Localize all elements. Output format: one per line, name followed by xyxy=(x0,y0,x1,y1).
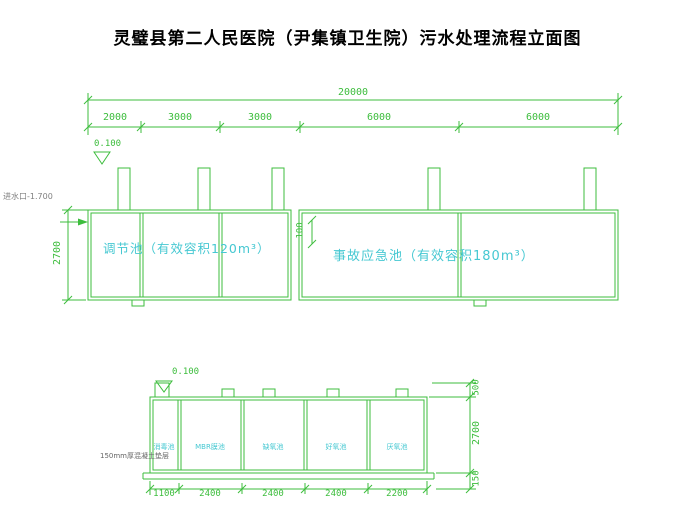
lower-bottom-dim-3: 2400 xyxy=(262,489,284,499)
upper-total-dim-text: 20000 xyxy=(337,87,369,98)
upper-seg-dim-3: 3000 xyxy=(247,112,273,123)
lower-elevation-marker-icon xyxy=(155,380,173,393)
lower-bottom-dim-5: 2200 xyxy=(386,489,408,499)
tank1-label: 调节池（有效容积120m³） xyxy=(103,241,271,256)
lower-right-dim-1: 500 xyxy=(471,379,482,396)
upper-height-dimension-line xyxy=(62,210,86,301)
upper-structure-outline xyxy=(62,167,619,307)
compartment-label-5: 厌氧池 xyxy=(386,443,408,451)
dimension-ticks xyxy=(63,95,623,494)
tank2-label: 事故应急池（有效容积180m³） xyxy=(333,249,535,264)
lower-bottom-dimension-line xyxy=(149,481,428,495)
compartment-label-2: MBR膜池 xyxy=(195,443,225,451)
lower-bottom-dim-2: 2400 xyxy=(199,489,221,499)
upper-seg-dim-4: 6000 xyxy=(366,112,392,123)
lower-elevation-text: 0.100 xyxy=(172,367,200,377)
inlet-arrow-icon xyxy=(60,218,88,226)
lower-right-dimension-line xyxy=(429,382,476,490)
lower-right-dim-3: 150 xyxy=(471,470,482,487)
upper-seg-dim-5: 6000 xyxy=(525,112,551,123)
lower-bottom-dim-1: 1100 xyxy=(153,489,175,499)
lower-bottom-dim-4: 2400 xyxy=(325,489,347,499)
inlet-label: 进水口-1.700 xyxy=(3,192,53,201)
upper-elevation-marker-icon xyxy=(93,151,111,165)
drawing-title: 灵璧县第二人民医院（尹集镇卫生院）污水处理流程立面图 xyxy=(113,29,582,48)
compartment-label-1: 消毒池 xyxy=(153,443,175,451)
upper-height-dim-text: 2700 xyxy=(52,240,63,266)
lower-structure-outline xyxy=(142,382,435,480)
compartment-label-4: 好氧池 xyxy=(325,443,347,451)
compartment-label-3: 缺氧池 xyxy=(262,443,284,451)
upper-freeboard-dim-text: 100 xyxy=(295,222,306,239)
upper-elevation-text: 0.100 xyxy=(94,139,122,149)
base-layer-note: 150mm厚混凝土垫层 xyxy=(100,452,169,460)
upper-seg-dim-2: 3000 xyxy=(167,112,193,123)
lower-right-dim-2: 2700 xyxy=(471,420,482,446)
upper-seg-dim-1: 2000 xyxy=(102,112,128,123)
